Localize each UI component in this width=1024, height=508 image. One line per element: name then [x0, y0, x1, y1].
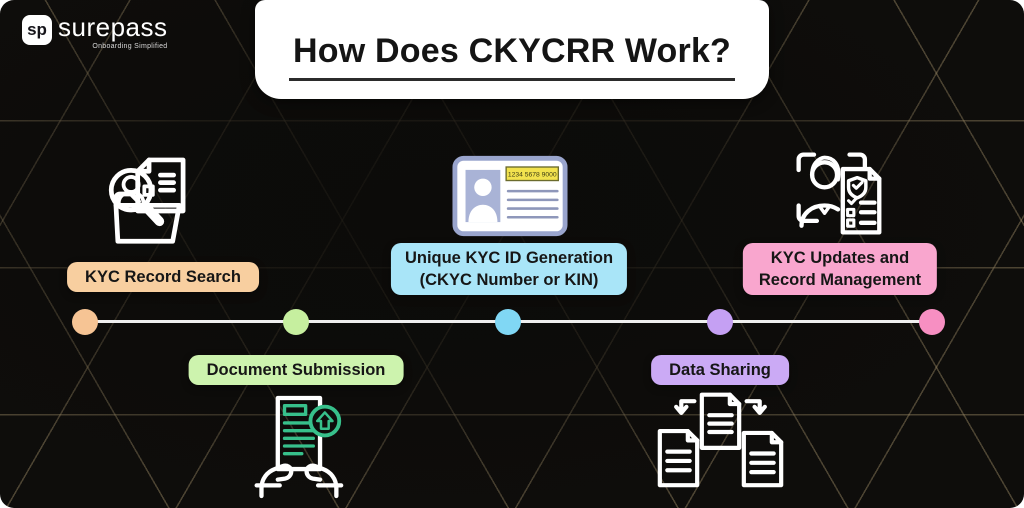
logo-text-column: surepass Onboarding Simplified: [58, 12, 168, 50]
step-label-document-submission: Document Submission: [188, 355, 404, 385]
logo-name: surepass: [58, 12, 168, 42]
timeline-dot-4: [707, 309, 733, 335]
step-label-line2: (CKYC Number or KIN): [419, 271, 599, 289]
step-label-line1: KYC Updates and: [770, 249, 910, 267]
step-label-kyc-updates: KYC Updates and Record Management: [742, 243, 938, 295]
timeline-dot-2: [283, 309, 309, 335]
id-card-icon: 1234 5678 9000: [452, 155, 568, 237]
timeline-dot-3: [495, 309, 521, 335]
step-label-data-sharing: Data Sharing: [651, 355, 789, 385]
title-box: How Does CKYCRR Work?: [255, 0, 769, 99]
logo-tagline: Onboarding Simplified: [92, 43, 168, 50]
logo-mark-text: sp: [27, 20, 47, 39]
kyc-updates-icon: [790, 146, 886, 242]
data-sharing-icon: [648, 390, 793, 502]
step-label-kyc-record-search: KYC Record Search: [67, 262, 259, 292]
card-number-text: 1234 5678 9000: [508, 172, 557, 179]
timeline-dot-1: [72, 309, 98, 335]
kyc-record-search-icon: [98, 150, 202, 254]
document-submission-icon: [249, 392, 345, 500]
step-label-unique-kyc-id: Unique KYC ID Generation (CKYC Number or…: [390, 243, 628, 295]
timeline-dot-5: [919, 309, 945, 335]
surepass-logo: sp surepass Onboarding Simplified: [22, 12, 168, 50]
logo-sp-icon: sp: [22, 15, 52, 45]
page-title: How Does CKYCRR Work?: [288, 32, 736, 81]
step-label-line1: Unique KYC ID Generation: [404, 249, 614, 267]
step-label-line2: Record Management: [758, 271, 922, 289]
